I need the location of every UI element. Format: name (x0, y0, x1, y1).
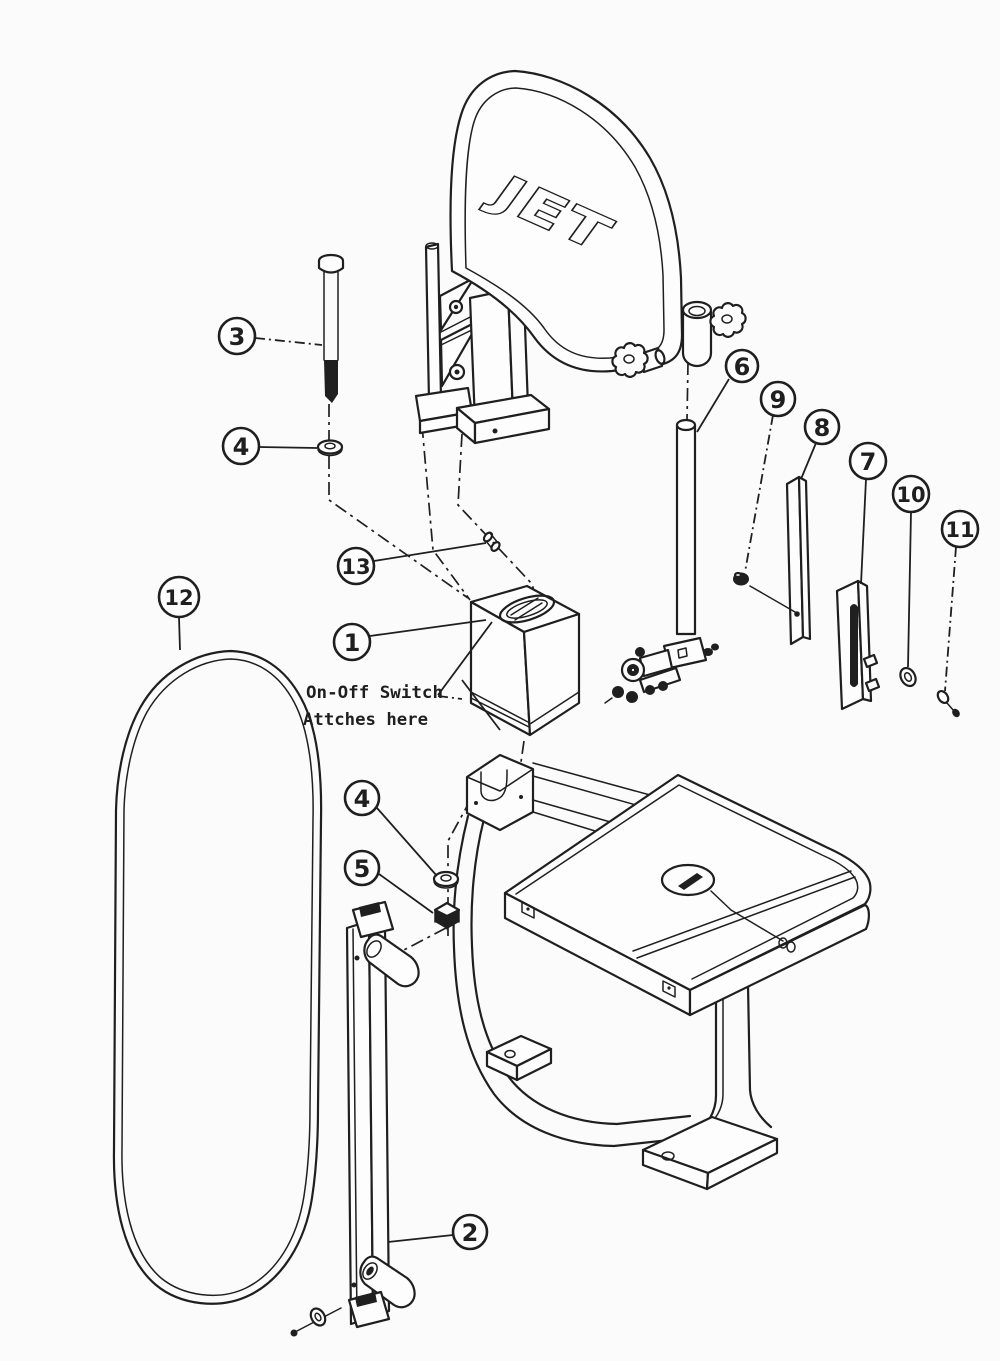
note-leader-lines (437, 621, 501, 731)
tension-knob-right (709, 302, 747, 338)
screw-part9 (733, 571, 796, 613)
svg-text:3: 3 (229, 323, 246, 351)
carriage-bolt-part3 (317, 253, 345, 403)
svg-text:7: 7 (860, 448, 877, 476)
tension-boss (681, 300, 713, 368)
callout-7: 7 (848, 441, 888, 585)
upper-wheel-cover: JET (449, 69, 747, 378)
note-line-1: On-Off Switch (306, 683, 443, 703)
callout-3: 3 (217, 316, 323, 356)
callout-2: 2 (387, 1213, 489, 1251)
callout-12: 12 (157, 575, 201, 651)
upper-frame-bracket (414, 242, 551, 445)
callout-4: 4 (343, 779, 438, 877)
callout-11: 11 (940, 509, 980, 692)
callout-10: 10 (891, 474, 931, 668)
flat-washer-part4-lower (432, 870, 460, 889)
svg-text:9: 9 (770, 386, 787, 414)
guide-post-part6 (604, 418, 719, 704)
right-foot (641, 1115, 779, 1191)
washer-part10 (899, 666, 917, 688)
callout-4: 4 (221, 426, 318, 466)
callout-8: 8 (800, 408, 841, 480)
trunnion-bracket (465, 753, 535, 832)
svg-text:10: 10 (896, 483, 925, 507)
blade-guard-part2 (290, 900, 420, 1337)
hex-nut-part5 (433, 901, 461, 930)
blade-guide-assembly (604, 636, 719, 704)
callout-5: 5 (343, 849, 434, 914)
svg-text:6: 6 (734, 353, 751, 381)
callout-1: 1 (332, 619, 487, 662)
svg-text:4: 4 (233, 433, 250, 461)
svg-text:8: 8 (814, 414, 831, 442)
svg-text:12: 12 (164, 586, 193, 610)
screw-part11 (936, 689, 960, 718)
flat-washer-part4-upper (316, 439, 344, 457)
guard-plate-part8 (785, 475, 812, 646)
svg-text:2: 2 (462, 1219, 479, 1247)
table-insert (660, 863, 716, 897)
svg-text:4: 4 (354, 785, 371, 813)
svg-text:1: 1 (344, 629, 361, 657)
svg-text:5: 5 (354, 855, 371, 883)
left-foot (485, 1034, 553, 1082)
callout-9: 9 (744, 380, 797, 573)
slotted-plate-part7 (835, 579, 881, 711)
note-line-2: Attches here (303, 710, 428, 730)
work-table (503, 773, 872, 1017)
switch-mount-part1 (469, 584, 581, 737)
pin-part13 (482, 531, 501, 552)
callout-6: 6 (696, 348, 760, 433)
svg-text:11: 11 (945, 518, 974, 542)
guard-mount-screw (290, 1307, 342, 1337)
knob-lower-left (611, 342, 666, 378)
callout-13: 13 (336, 542, 487, 586)
svg-text:13: 13 (341, 555, 370, 579)
saw-blade-part12 (112, 649, 323, 1305)
